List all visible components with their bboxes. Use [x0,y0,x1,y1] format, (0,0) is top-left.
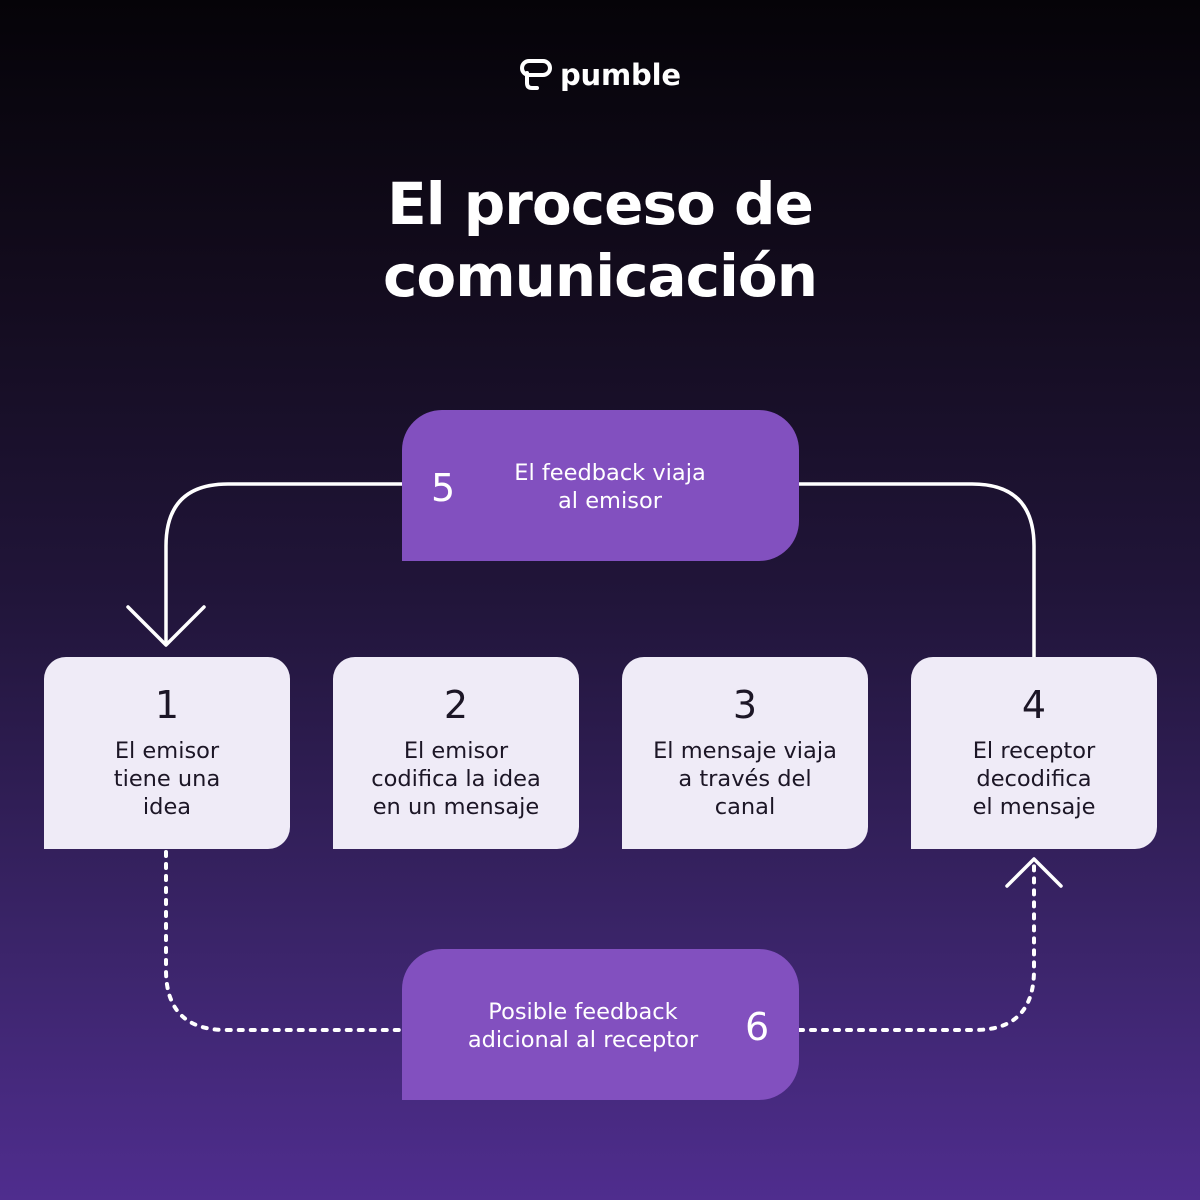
step-text: El emisor tiene una idea [113,738,221,820]
title-line-1: El proceso de [387,170,814,238]
feedback-text: El feedback viaja al emisor [514,460,706,514]
dotted-arrow-to-receiver [797,864,1036,1032]
step-number: 4 [1021,683,1047,727]
step-number: 1 [154,683,180,727]
step-box-3: 3 El mensaje viaja a través del canal [622,657,868,849]
step-text: El mensaje viaja a través del canal [653,738,837,820]
up-arrow-head-icon [1005,857,1063,888]
feedback-line-from-receiver [799,482,1036,657]
feedback-number: 5 [431,466,456,510]
step-box-2: 2 El emisor codifica la idea en un mensa… [333,657,579,849]
brand-name: pumble [560,57,681,92]
pumble-logo-icon [520,59,552,90]
feedback-text: Posible feedback adicional al receptor [467,999,699,1053]
step-box-1: 1 El emisor tiene una idea [44,657,290,849]
brand-logo: pumble [520,55,681,95]
down-arrow-head-icon [126,605,206,647]
step-text: El emisor codifica la idea en un mensaje [371,738,541,820]
title-line-2: comunicación [382,242,818,310]
dotted-line-from-sender [164,850,404,1032]
page-title: El proceso de comunicación [0,168,1200,312]
feedback-box-6: Posible feedback adicional al receptor 6 [402,949,799,1100]
step-box-4: 4 El receptor decodifica el mensaje [911,657,1157,849]
step-text: El receptor decodifica el mensaje [972,738,1096,820]
feedback-arrow-to-sender [164,482,402,644]
step-number: 3 [732,683,758,727]
step-number: 2 [443,683,469,727]
feedback-box-5: 5 El feedback viaja al emisor [402,410,799,561]
feedback-number: 6 [745,1005,770,1049]
